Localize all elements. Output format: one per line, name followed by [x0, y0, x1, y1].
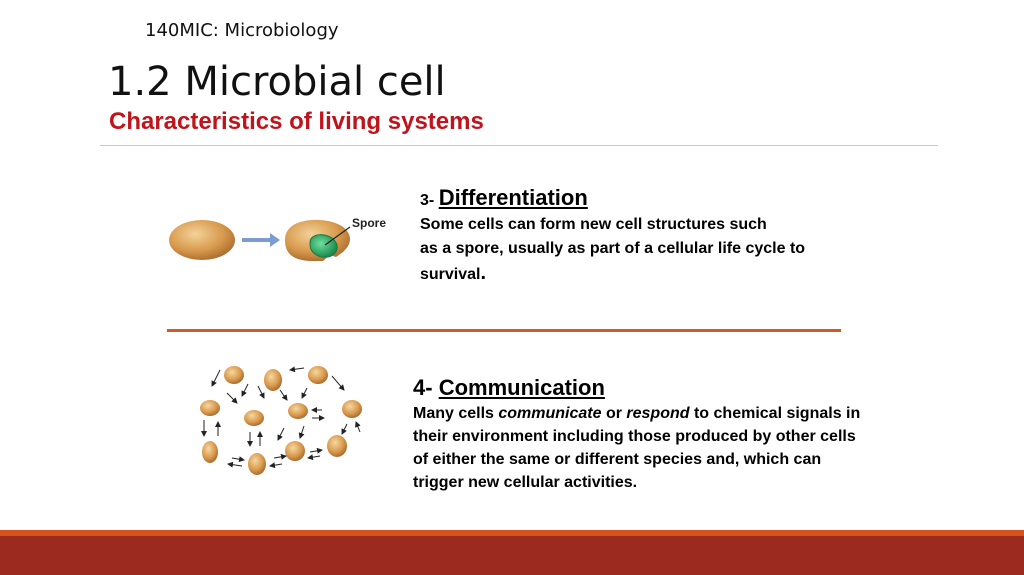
- section4-line4: trigger new cellular activities.: [413, 474, 638, 491]
- footer-accent-line: [0, 530, 1024, 536]
- section4-line2: their environment including those produc…: [413, 428, 856, 445]
- section-communication: 4- Communication Many cells communicate …: [413, 374, 893, 494]
- differentiation-figure: Spore: [160, 205, 400, 279]
- section4-heading: Communication: [438, 375, 605, 400]
- section4-p1-em1: communicate: [498, 405, 602, 422]
- section-differentiation: 3- Differentiation Some cells can form n…: [420, 186, 880, 287]
- section3-line3-end: .: [480, 262, 487, 284]
- section3-line1: Some cells can form new cell structures …: [420, 216, 767, 233]
- section4-p1-em2: respond: [626, 405, 690, 422]
- spore-label: Spore: [352, 216, 386, 230]
- vegetative-cell: [169, 220, 235, 260]
- communicating-cells: [200, 366, 362, 475]
- section4-line3: of either the same or different species …: [413, 451, 822, 468]
- slide-title: 1.2 Microbial cell: [108, 59, 446, 105]
- section4-number: 4-: [413, 375, 433, 400]
- section4-p1-c: to chemical signals in: [689, 405, 861, 422]
- title-rule: [100, 145, 938, 146]
- section3-line2: as a spore, usually as part of a cellula…: [420, 240, 806, 257]
- slide-subtitle: Characteristics of living systems: [109, 108, 484, 135]
- section3-heading: Differentiation: [438, 185, 588, 210]
- section3-number: 3-: [420, 192, 435, 209]
- signal-arrows: [201, 366, 361, 469]
- section-divider: [167, 329, 841, 332]
- section3-line3: survival: [420, 266, 481, 283]
- footer-bar: [0, 536, 1024, 575]
- course-code: 140MIC: Microbiology: [145, 20, 339, 41]
- communication-figure: [192, 358, 372, 487]
- section4-p1-a: Many cells: [413, 405, 499, 422]
- section4-p1-b: or: [601, 405, 627, 422]
